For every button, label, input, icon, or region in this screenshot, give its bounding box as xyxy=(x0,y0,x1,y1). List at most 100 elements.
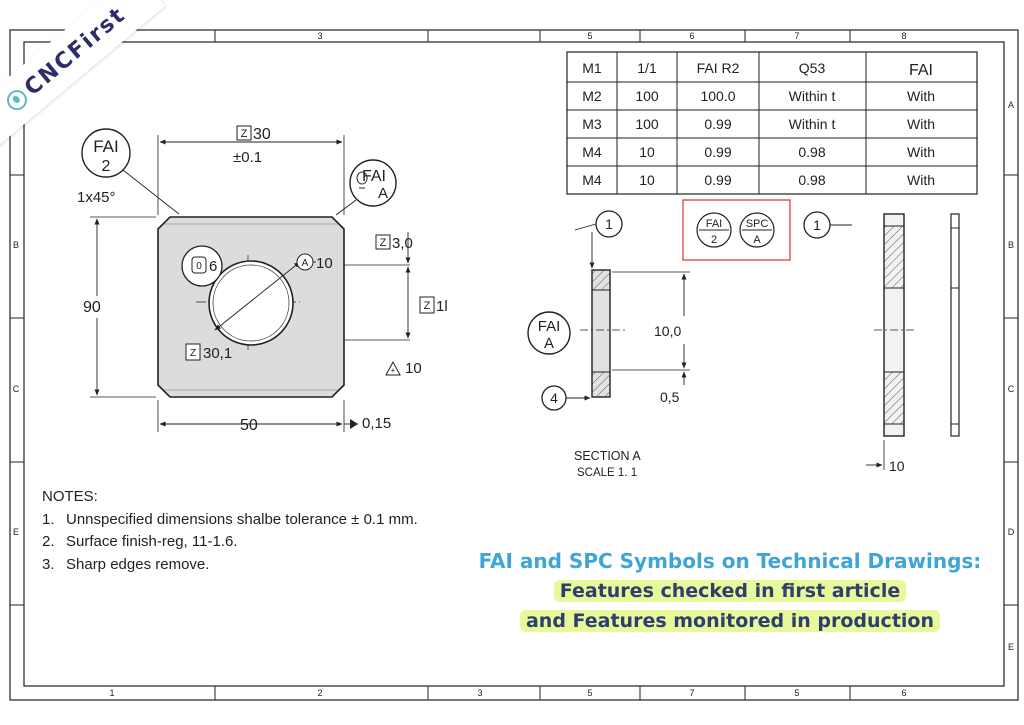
notes-heading: NOTES: xyxy=(42,488,98,505)
zone-top-6: 6 xyxy=(689,31,694,41)
svg-text:+: + xyxy=(391,366,396,375)
zone-top-3: 3 xyxy=(317,31,322,41)
zone-right-d: D xyxy=(1008,527,1015,537)
dim-top-width: 30 xyxy=(253,126,271,143)
svg-text:Z: Z xyxy=(190,348,196,359)
zone-bottom-3: 3 xyxy=(477,688,482,698)
table-cell: 0.98 xyxy=(798,172,825,188)
note-text: Unnspecified dimensions shalbe tolerance… xyxy=(66,510,418,528)
section-view-labels: 1 4 FAI A 10,0 0,5 SECTION A SCALE 1. 1 xyxy=(538,216,682,479)
section-balloon-1: 1 xyxy=(605,216,613,232)
fai-spc-symbol-box: FAI 2 SPC A xyxy=(682,199,791,261)
zone-left-b: B xyxy=(13,240,19,250)
table-cell: 1/1 xyxy=(637,60,657,76)
fai-balloon-a-bottom: A xyxy=(378,185,388,202)
notes-block: NOTES: 1. Unnspecified dimensions shalbe … xyxy=(42,486,418,576)
zone-left-e: E xyxy=(13,527,19,537)
note-text: Surface finish-reg, 11-1.6. xyxy=(66,533,238,550)
svg-text:A: A xyxy=(302,258,309,269)
note-number: 1. xyxy=(42,510,55,528)
svg-text:Z: Z xyxy=(241,128,248,140)
section-view xyxy=(527,210,690,411)
table-cell: M1 xyxy=(582,60,602,76)
side-view: 1 10 xyxy=(803,211,960,474)
table-cell: With xyxy=(907,172,935,188)
side-dim-bottom: 10 xyxy=(889,458,905,474)
zone-labels: 3 5 6 7 8 1 2 3 5 7 5 6 A B C D E B C E xyxy=(13,31,1015,698)
table-cell: Q53 xyxy=(799,60,826,76)
fai-symbol-bottom: 2 xyxy=(711,234,717,246)
drawing-frame xyxy=(9,29,1019,701)
fai-table-cells: M1 1/1 FAI R2 Q53 FAI M2 100 100.0 Withi… xyxy=(582,60,935,188)
table-cell: M4 xyxy=(582,144,602,160)
spc-symbol-top: SPC xyxy=(746,218,769,230)
section-fai-bottom: A xyxy=(544,335,554,352)
section-dim-small: 0,5 xyxy=(660,389,680,405)
dim-top-tolerance: ±0.1 xyxy=(233,149,262,166)
front-view-labels: FAI 2 FAI A 1x45° 30 ±0.1 3,0 1l 90 50 0… xyxy=(77,126,448,434)
hole-callout-2: 10 xyxy=(316,255,333,272)
note-item: 1. Unnspecified dimensions shalbe toleran… xyxy=(42,509,418,532)
chamfer-label: 1x45° xyxy=(77,189,116,206)
table-cell: M3 xyxy=(582,116,602,132)
side-balloon-1: 1 xyxy=(813,217,821,233)
zone-top-7: 7 xyxy=(794,31,799,41)
table-cell: 100 xyxy=(635,88,659,104)
fai-symbol-top: FAI xyxy=(706,218,723,230)
zone-bottom-5b: 5 xyxy=(794,688,799,698)
section-scale: SCALE 1. 1 xyxy=(577,467,637,479)
fai-table xyxy=(566,51,978,195)
svg-text:Z: Z xyxy=(424,300,431,312)
front-view: Z Z Z 0 A Z + xyxy=(81,125,435,432)
hole-callout-3: 30,1 xyxy=(203,345,232,362)
zone-bottom-5: 5 xyxy=(587,688,592,698)
dim-right-1: 3,0 xyxy=(392,235,413,252)
table-cell: FAI xyxy=(909,62,933,79)
zone-right-b: B xyxy=(1008,240,1014,250)
svg-text:0: 0 xyxy=(196,261,202,272)
zone-bottom-2: 2 xyxy=(317,688,322,698)
note-item: 2. Surface finish-reg, 11-1.6. xyxy=(42,531,418,554)
dim-height: 90 xyxy=(83,299,101,316)
table-cell: 0.99 xyxy=(704,144,731,160)
note-number: 2. xyxy=(42,533,55,550)
caption-line-2: Features checked in first article xyxy=(553,580,907,602)
zone-top-8: 8 xyxy=(901,31,906,41)
spc-symbol-bottom: A xyxy=(753,234,761,246)
table-cell: M2 xyxy=(582,88,602,104)
zone-bottom-6: 6 xyxy=(901,688,906,698)
fai-balloon-2-top: FAI xyxy=(93,137,119,156)
dim-bottom-width: 50 xyxy=(240,417,258,434)
note-item: 3. Sharp edges remove. xyxy=(42,554,418,577)
zone-bottom-1: 1 xyxy=(109,688,114,698)
table-cell: 10 xyxy=(639,172,655,188)
table-cell: M4 xyxy=(582,172,602,188)
table-cell: FAI R2 xyxy=(697,60,740,76)
caption: FAI and SPC Symbols on Technical Drawing… xyxy=(470,546,990,636)
fai-balloon-a-top: FAI xyxy=(362,168,386,185)
table-cell: With xyxy=(907,144,935,160)
zone-bottom-7: 7 xyxy=(689,688,694,698)
section-balloon-4: 4 xyxy=(550,390,558,406)
section-label: SECTION A xyxy=(574,449,641,463)
zone-right-c: C xyxy=(1008,384,1015,394)
table-cell: 100 xyxy=(635,116,659,132)
table-cell: Within t xyxy=(789,116,836,132)
table-cell: Within t xyxy=(789,88,836,104)
zone-left-c: C xyxy=(13,384,20,394)
datum-note: 10 xyxy=(405,360,422,377)
table-cell: 0.99 xyxy=(704,172,731,188)
section-dim-thickness: 10,0 xyxy=(654,323,681,339)
fai-balloon-2-bottom: 2 xyxy=(102,158,111,175)
note-number: 3. xyxy=(42,555,55,573)
dim-right-2: 1l xyxy=(436,298,448,315)
note-text: Sharp edges remove. xyxy=(66,555,210,573)
dim-bottom-tolerance: 0,15 xyxy=(362,415,391,432)
zone-top-5: 5 xyxy=(587,31,592,41)
table-cell: 10 xyxy=(639,144,655,160)
zone-right-e: E xyxy=(1008,642,1014,652)
svg-text:Z: Z xyxy=(380,237,387,249)
table-cell: 100.0 xyxy=(700,88,735,104)
hole-callout-1: 6 xyxy=(209,258,217,275)
